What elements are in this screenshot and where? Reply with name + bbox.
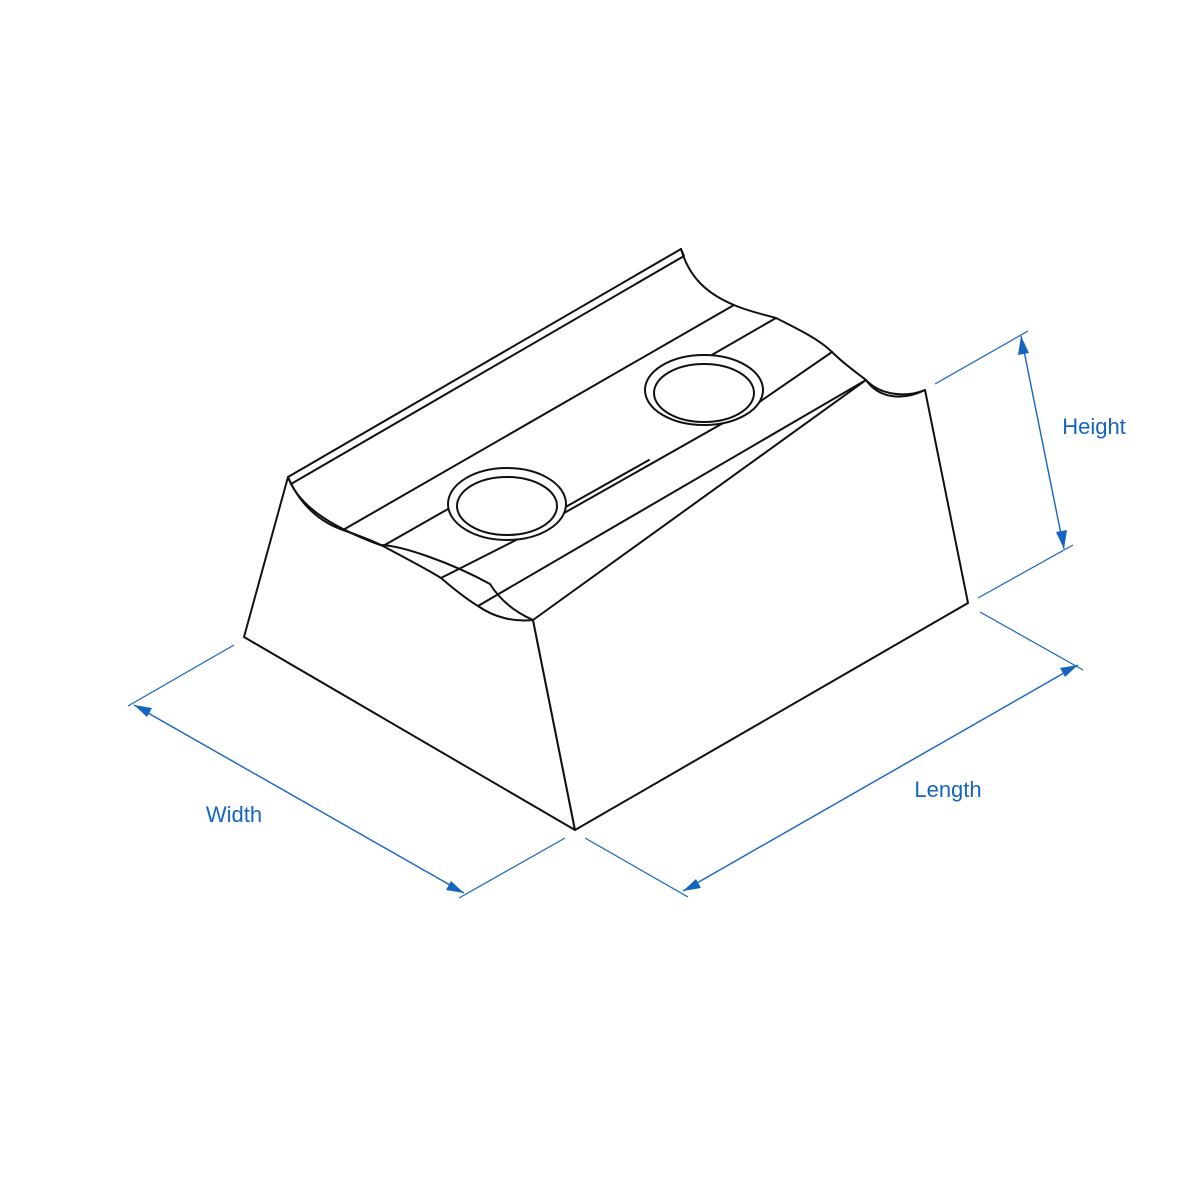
dimension-height: Height <box>934 330 1126 599</box>
near-groove-profile <box>287 476 534 622</box>
groove-flat-line <box>709 317 777 357</box>
height-label: Height <box>1062 414 1126 439</box>
groove-flat-line <box>382 508 449 547</box>
dimension-line <box>133 704 465 894</box>
extension-line <box>934 330 1029 385</box>
dimension-length: Length <box>584 611 1084 898</box>
groove-edge-line <box>342 304 735 531</box>
dimension-width: Width <box>127 644 566 899</box>
hole-inner <box>653 363 755 423</box>
counterbored-hole <box>644 354 764 426</box>
extension-line <box>127 644 235 707</box>
far-groove-profile <box>680 248 926 396</box>
arrow-head <box>683 879 701 891</box>
groove-flat-line <box>561 459 650 510</box>
extension-line <box>584 837 689 898</box>
extension-line <box>979 611 1084 671</box>
extension-line <box>458 837 566 899</box>
arrow-head <box>1056 530 1067 549</box>
left-end-face <box>243 476 576 831</box>
width-label: Width <box>206 802 262 827</box>
counterbored-hole <box>447 467 567 541</box>
arrow-head <box>1060 665 1078 677</box>
groove-flat-line <box>440 537 521 579</box>
jaw-block <box>243 248 969 831</box>
arrow-head <box>446 881 464 893</box>
groove-bottom-line <box>477 379 867 607</box>
hole-inner <box>456 476 558 536</box>
groove-flat-line <box>754 351 833 406</box>
arrow-head <box>1018 336 1029 355</box>
length-label: Length <box>914 777 981 802</box>
dimension-line <box>682 664 1079 892</box>
dimension-line <box>1020 335 1065 550</box>
arrow-head <box>134 705 152 717</box>
extension-line <box>977 544 1074 599</box>
